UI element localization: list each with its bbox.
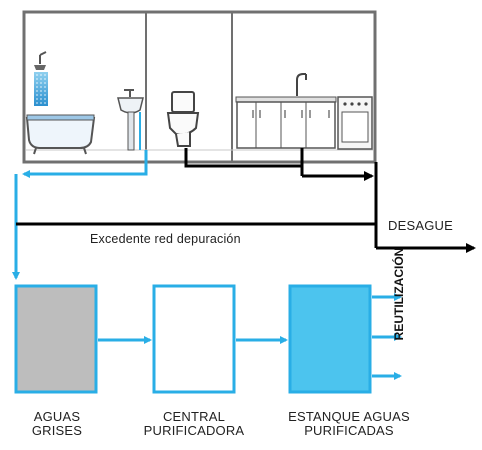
- purified-tank-label: ESTANQUE AGUAS PURIFICADAS: [276, 410, 422, 438]
- reuse-arrows: [372, 293, 402, 380]
- drain-label: DESAGUE: [388, 218, 453, 233]
- toilet-icon: [166, 91, 200, 147]
- kitchen-cabinet-icon: [235, 96, 337, 149]
- grey-water-label-line-2: GRISES: [31, 423, 83, 438]
- grey-water-label-line-1: AGUAS: [33, 409, 81, 424]
- purified-tank-label-line-2: PURIFICADAS: [304, 423, 394, 438]
- purification-plant-box: [152, 284, 236, 394]
- faucet-icon: [296, 73, 307, 96]
- grey-water-box: [14, 284, 98, 394]
- reuse-label: REUTILIZACIÓN: [392, 247, 406, 341]
- stove-icon: [337, 96, 373, 150]
- grey-water-label: AGUAS GRISES: [14, 410, 100, 438]
- black-water-pipes: [16, 148, 476, 253]
- grey-water-pipes: [12, 150, 148, 280]
- purified-tank-box: [288, 284, 372, 394]
- bathtub-icon: [25, 114, 96, 155]
- sink-icon: [117, 89, 144, 151]
- purification-plant-label-line-2: PURIFICADORA: [143, 423, 245, 438]
- purification-plant-label-line-1: CENTRAL: [162, 409, 226, 424]
- purified-tank-label-line-1: ESTANQUE AGUAS: [288, 409, 410, 424]
- excess-network-label: Excedente red depuración: [90, 232, 241, 246]
- shower-icon: [34, 51, 48, 106]
- purification-plant-label: CENTRAL PURIFICADORA: [130, 410, 258, 438]
